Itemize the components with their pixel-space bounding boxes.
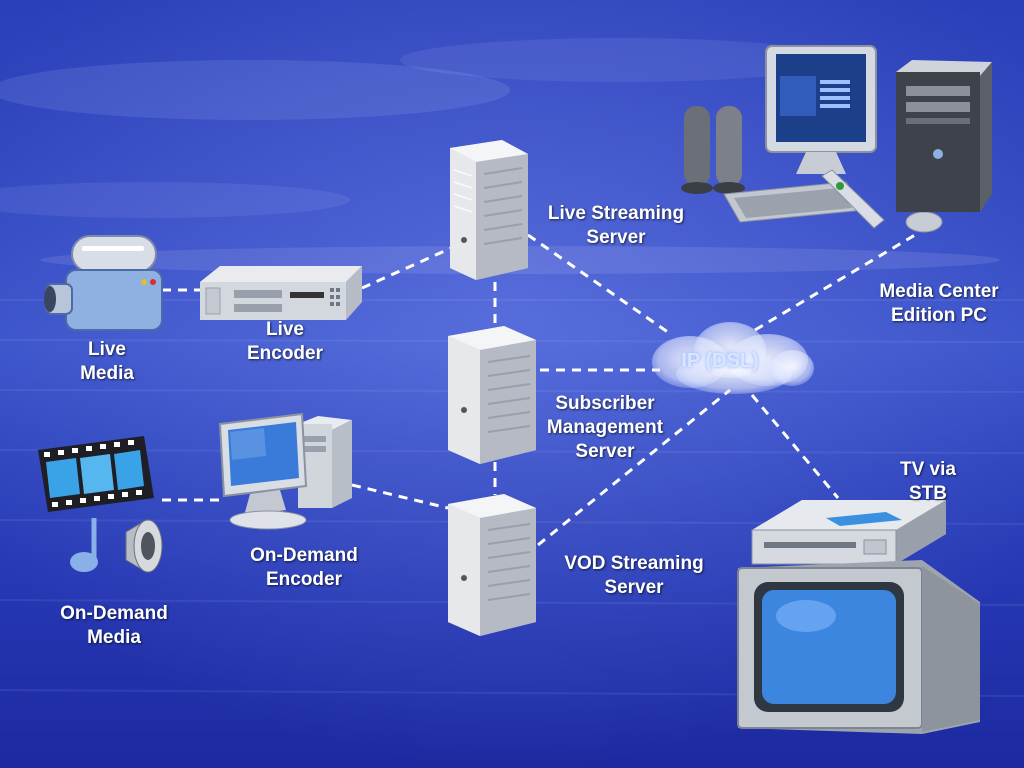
film-and-speaker-icon [36,432,166,582]
vod-streaming-server-icon [440,494,540,636]
label-live-media: Live Media [64,338,150,386]
desktop-computer-icon [214,412,354,532]
subscriber-management-server-icon [440,326,540,464]
link-encoder-live-server [361,243,459,290]
label-line: Encoder [265,569,343,590]
label-line: Media [87,627,141,648]
label-tv-stb: TV via STB [880,458,976,506]
label-line: Live Streaming [547,203,685,224]
link-live-server-cloud [527,233,673,337]
label-line: Management [546,417,664,438]
label-media-center-pc: Media Center Edition PC [866,280,1012,328]
television-icon [736,496,984,736]
live-streaming-server-icon [440,140,532,280]
label-line: VOD Streaming [564,553,704,574]
label-subscriber-management-server: Subscriber Management Server [534,392,676,464]
label-live-streaming-server: Live Streaming Server [536,202,696,250]
video-camera-icon [42,232,166,334]
label-on-demand-encoder: On-Demand Encoder [236,544,372,592]
label-line: Server [604,577,664,598]
label-line: TV via [900,459,956,480]
link-workstation-vod [351,483,449,510]
label-line: Server [575,441,635,462]
label-line: Subscriber [555,393,655,414]
label-line: On-Demand [60,603,168,624]
media-center-pc-icon [680,44,1000,240]
cloud-label: IP (DSL) [681,350,759,372]
label-line: Live [87,339,127,360]
label-on-demand-media: On-Demand Media [46,602,182,650]
link-cloud-tv [750,394,840,499]
label-line: Media Center [879,281,999,302]
label-line: Edition PC [890,305,988,326]
label-line: Media [80,363,134,384]
label-live-encoder: Live Encoder [236,318,334,366]
label-line: Encoder [246,343,324,364]
label-line: Live [265,319,305,340]
label-line: On-Demand [250,545,358,566]
cloud-icon [640,314,820,400]
rack-encoder-icon [196,262,364,322]
label-vod-streaming-server: VOD Streaming Server [552,552,716,600]
label-line: STB [909,483,947,504]
label-line: Server [586,227,646,248]
